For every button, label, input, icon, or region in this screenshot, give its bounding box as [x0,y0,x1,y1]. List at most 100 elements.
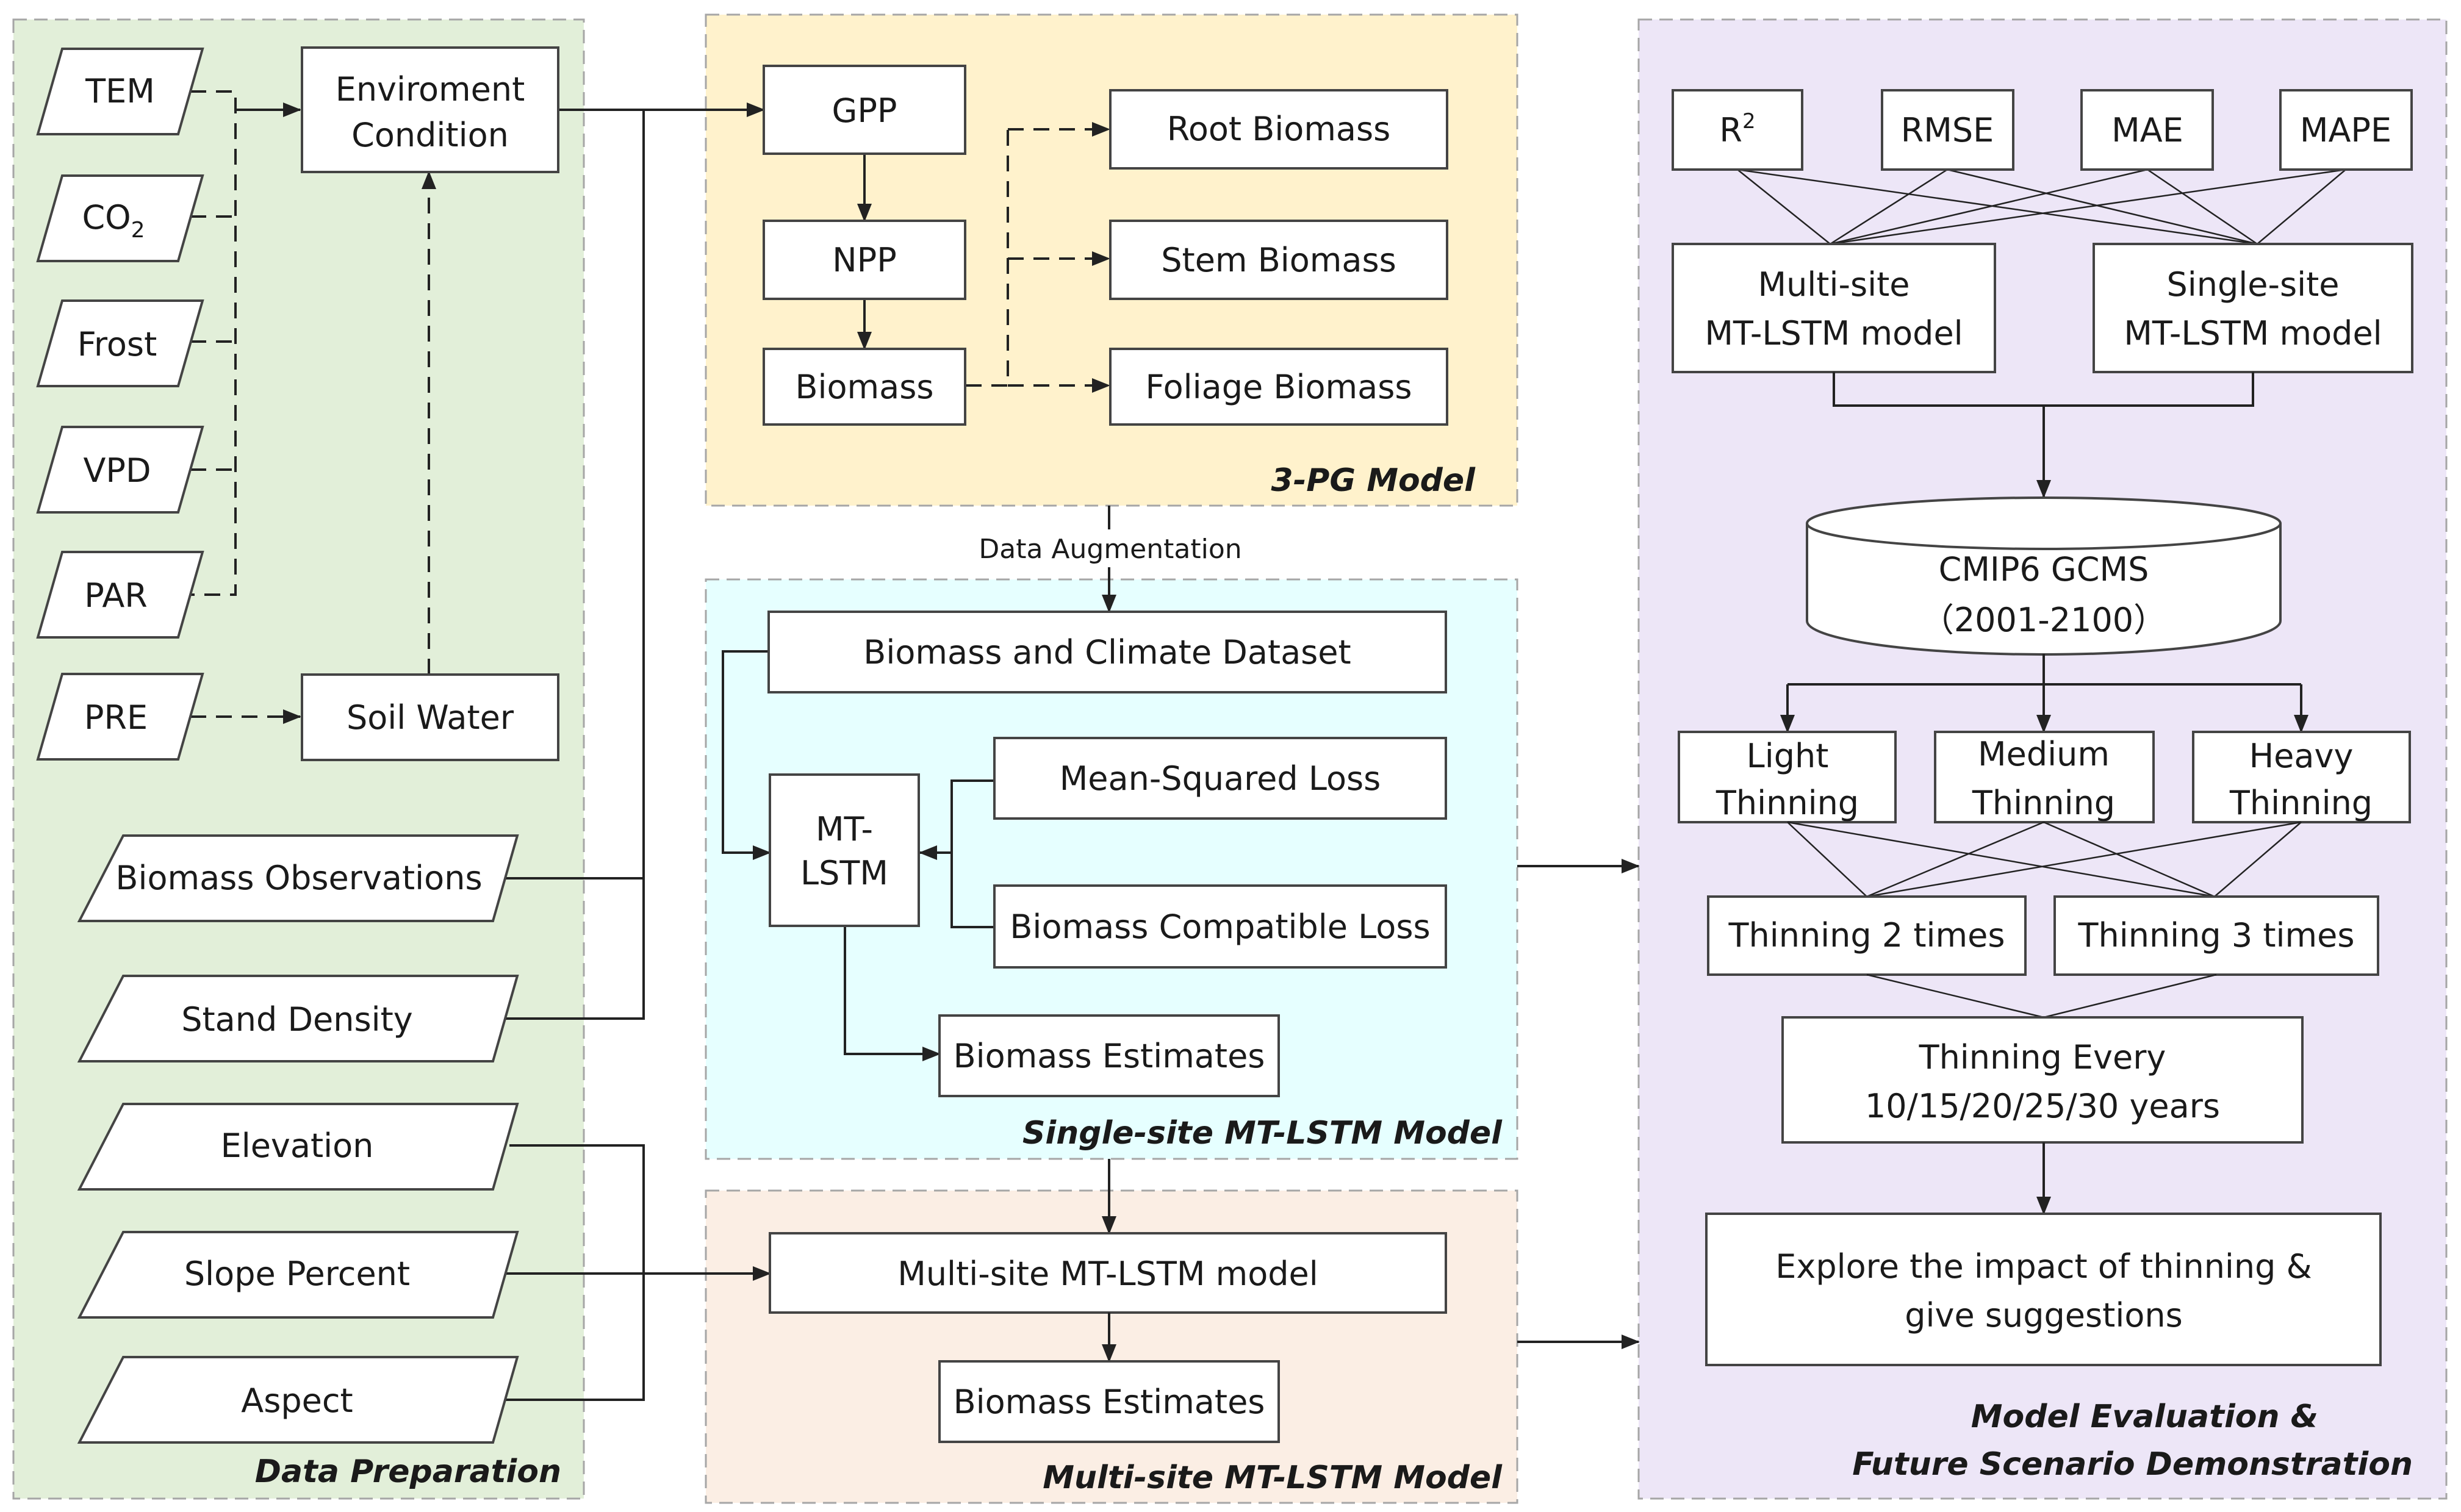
cmip-line2: （2001-2100） [1921,601,2166,639]
medium-line1: Medium [1978,735,2110,773]
input-pre [36,673,204,761]
every-line1: Thinning Every [1919,1038,2166,1077]
connector-biomass-bus [966,129,1009,387]
medium-line2: Thinning [1972,784,2115,822]
data-augmentation-label: Data Augmentation [979,534,1241,565]
caption-evaluation-line1: Model Evaluation & [1971,1399,2318,1435]
co2-base: CO [82,198,131,237]
r2-base: R [1719,111,1742,149]
env-label-line2: Condition [351,116,509,154]
env-label-line1: Enviroment [336,70,525,109]
box-medium-thinning [1934,731,2155,823]
input-elevation [77,1103,519,1191]
biomass-observations-label: Biomass Observations [115,859,482,897]
eval-single-line2: MT-LSTM model [2124,314,2382,353]
metric-rmse [1881,89,2014,171]
two-times-label: Thinning 2 times [1728,916,2005,955]
box-multi-site-model [769,1232,1447,1314]
box-npp [763,220,966,300]
metric-r2-label: R2 [1719,109,1755,149]
input-frost-label: Frost [77,325,157,364]
light-line1: Light [1747,737,1829,775]
input-co2 [36,174,204,262]
elevation-label: Elevation [221,1127,374,1165]
gpp-label: GPP [832,91,897,130]
input-par-label: PAR [84,576,148,615]
metric-mape-label: MAPE [2300,111,2391,149]
eval-multi-line1: Multi-site [1758,265,1910,304]
connector-dataset-to-mtlstm [722,650,771,860]
aspect-label: Aspect [241,1381,353,1420]
metric-mae [2080,89,2214,171]
stand-density-label: Stand Density [181,1000,413,1039]
box-heavy-thinning [2192,731,2411,823]
compatible-loss-label: Biomass Compatible Loss [1010,908,1430,946]
thinning-links [1787,821,2302,898]
input-tem [36,48,204,135]
input-aspect [77,1356,519,1444]
box-soil-water [301,673,559,761]
metric-rmse-label: RMSE [1901,111,1994,149]
metric-mae-label: MAE [2111,111,2183,149]
input-frost [36,299,204,387]
input-pre-label: PRE [84,698,148,737]
foliage-biomass-label: Foliage Biomass [1146,368,1412,406]
explore-line1: Explore the impact of thinning & [1775,1247,2312,1286]
input-vpd-label: VPD [83,451,151,490]
single-estimates-label: Biomass Estimates [954,1037,1265,1075]
arrow-mtlstm-to-estimates [844,926,941,1061]
data-augmentation-bg [970,529,1251,567]
biomass-label: Biomass [795,368,933,406]
cmip-line1: CMIP6 GCMS [1939,550,2149,589]
caption-evaluation-line2: Future Scenario Demonstration [1852,1446,2413,1483]
co2-sub: 2 [131,218,145,243]
input-par [36,551,204,639]
box-eval-multi-site [1672,243,1996,373]
input-biomass-observations [77,834,519,922]
slope-percent-label: Slope Percent [184,1255,410,1293]
box-thinning-3-times [2053,895,2379,976]
input-slope-percent [77,1231,519,1319]
box-single-biomass-estimates [938,1014,1280,1097]
metric-r2 [1672,89,1803,171]
input-stand-density [77,975,519,1062]
metric-links [1737,168,2346,245]
dataset-label: Biomass and Climate Dataset [863,633,1351,672]
frequency-links [1866,973,2217,1019]
box-foliage-biomass [1109,348,1448,426]
multi-site-model-label: Multi-site MT-LSTM model [897,1255,1318,1293]
caption-3pg-model: 3-PG Model [1271,462,1476,499]
multi-estimates-label: Biomass Estimates [954,1383,1265,1421]
cmip6-database [1806,496,2282,656]
every-line2: 10/15/20/25/30 years [1865,1087,2220,1125]
caption-multi-site-model: Multi-site MT-LSTM Model [1043,1460,1503,1496]
box-mean-squared-loss [993,737,1447,820]
box-light-thinning [1678,731,1897,823]
input-tem-label: TEM [85,72,155,110]
caption-single-site-model: Single-site MT-LSTM Model [1022,1115,1503,1152]
box-multi-biomass-estimates [938,1360,1280,1443]
box-biomass-climate-dataset [767,611,1447,693]
mt-lstm-line1: MT- [816,810,873,848]
box-explore [1705,1213,2382,1366]
mt-lstm-line2: LSTM [800,854,888,892]
soil-water-label: Soil Water [347,698,514,737]
box-thinning-every [1781,1016,2304,1144]
three-times-label: Thinning 3 times [2078,916,2355,955]
metric-mape [2279,89,2413,171]
eval-multi-line2: MT-LSTM model [1705,314,1963,353]
stem-biomass-label: Stem Biomass [1161,241,1396,279]
caption-data-preparation: Data Preparation [255,1453,561,1490]
light-line2: Thinning [1716,784,1859,822]
box-stem-biomass [1109,220,1448,300]
root-biomass-label: Root Biomass [1167,110,1391,148]
box-compatible-loss [993,884,1447,969]
input-co2-label: CO2 [82,198,145,243]
heavy-line1: Heavy [2249,737,2354,775]
mse-loss-label: Mean-Squared Loss [1060,759,1381,798]
eval-single-line1: Single-site [2166,265,2339,304]
connector-obs-density-bus [497,110,645,1020]
npp-label: NPP [832,241,897,279]
box-root-biomass [1109,89,1448,170]
r2-sup: 2 [1742,109,1756,134]
